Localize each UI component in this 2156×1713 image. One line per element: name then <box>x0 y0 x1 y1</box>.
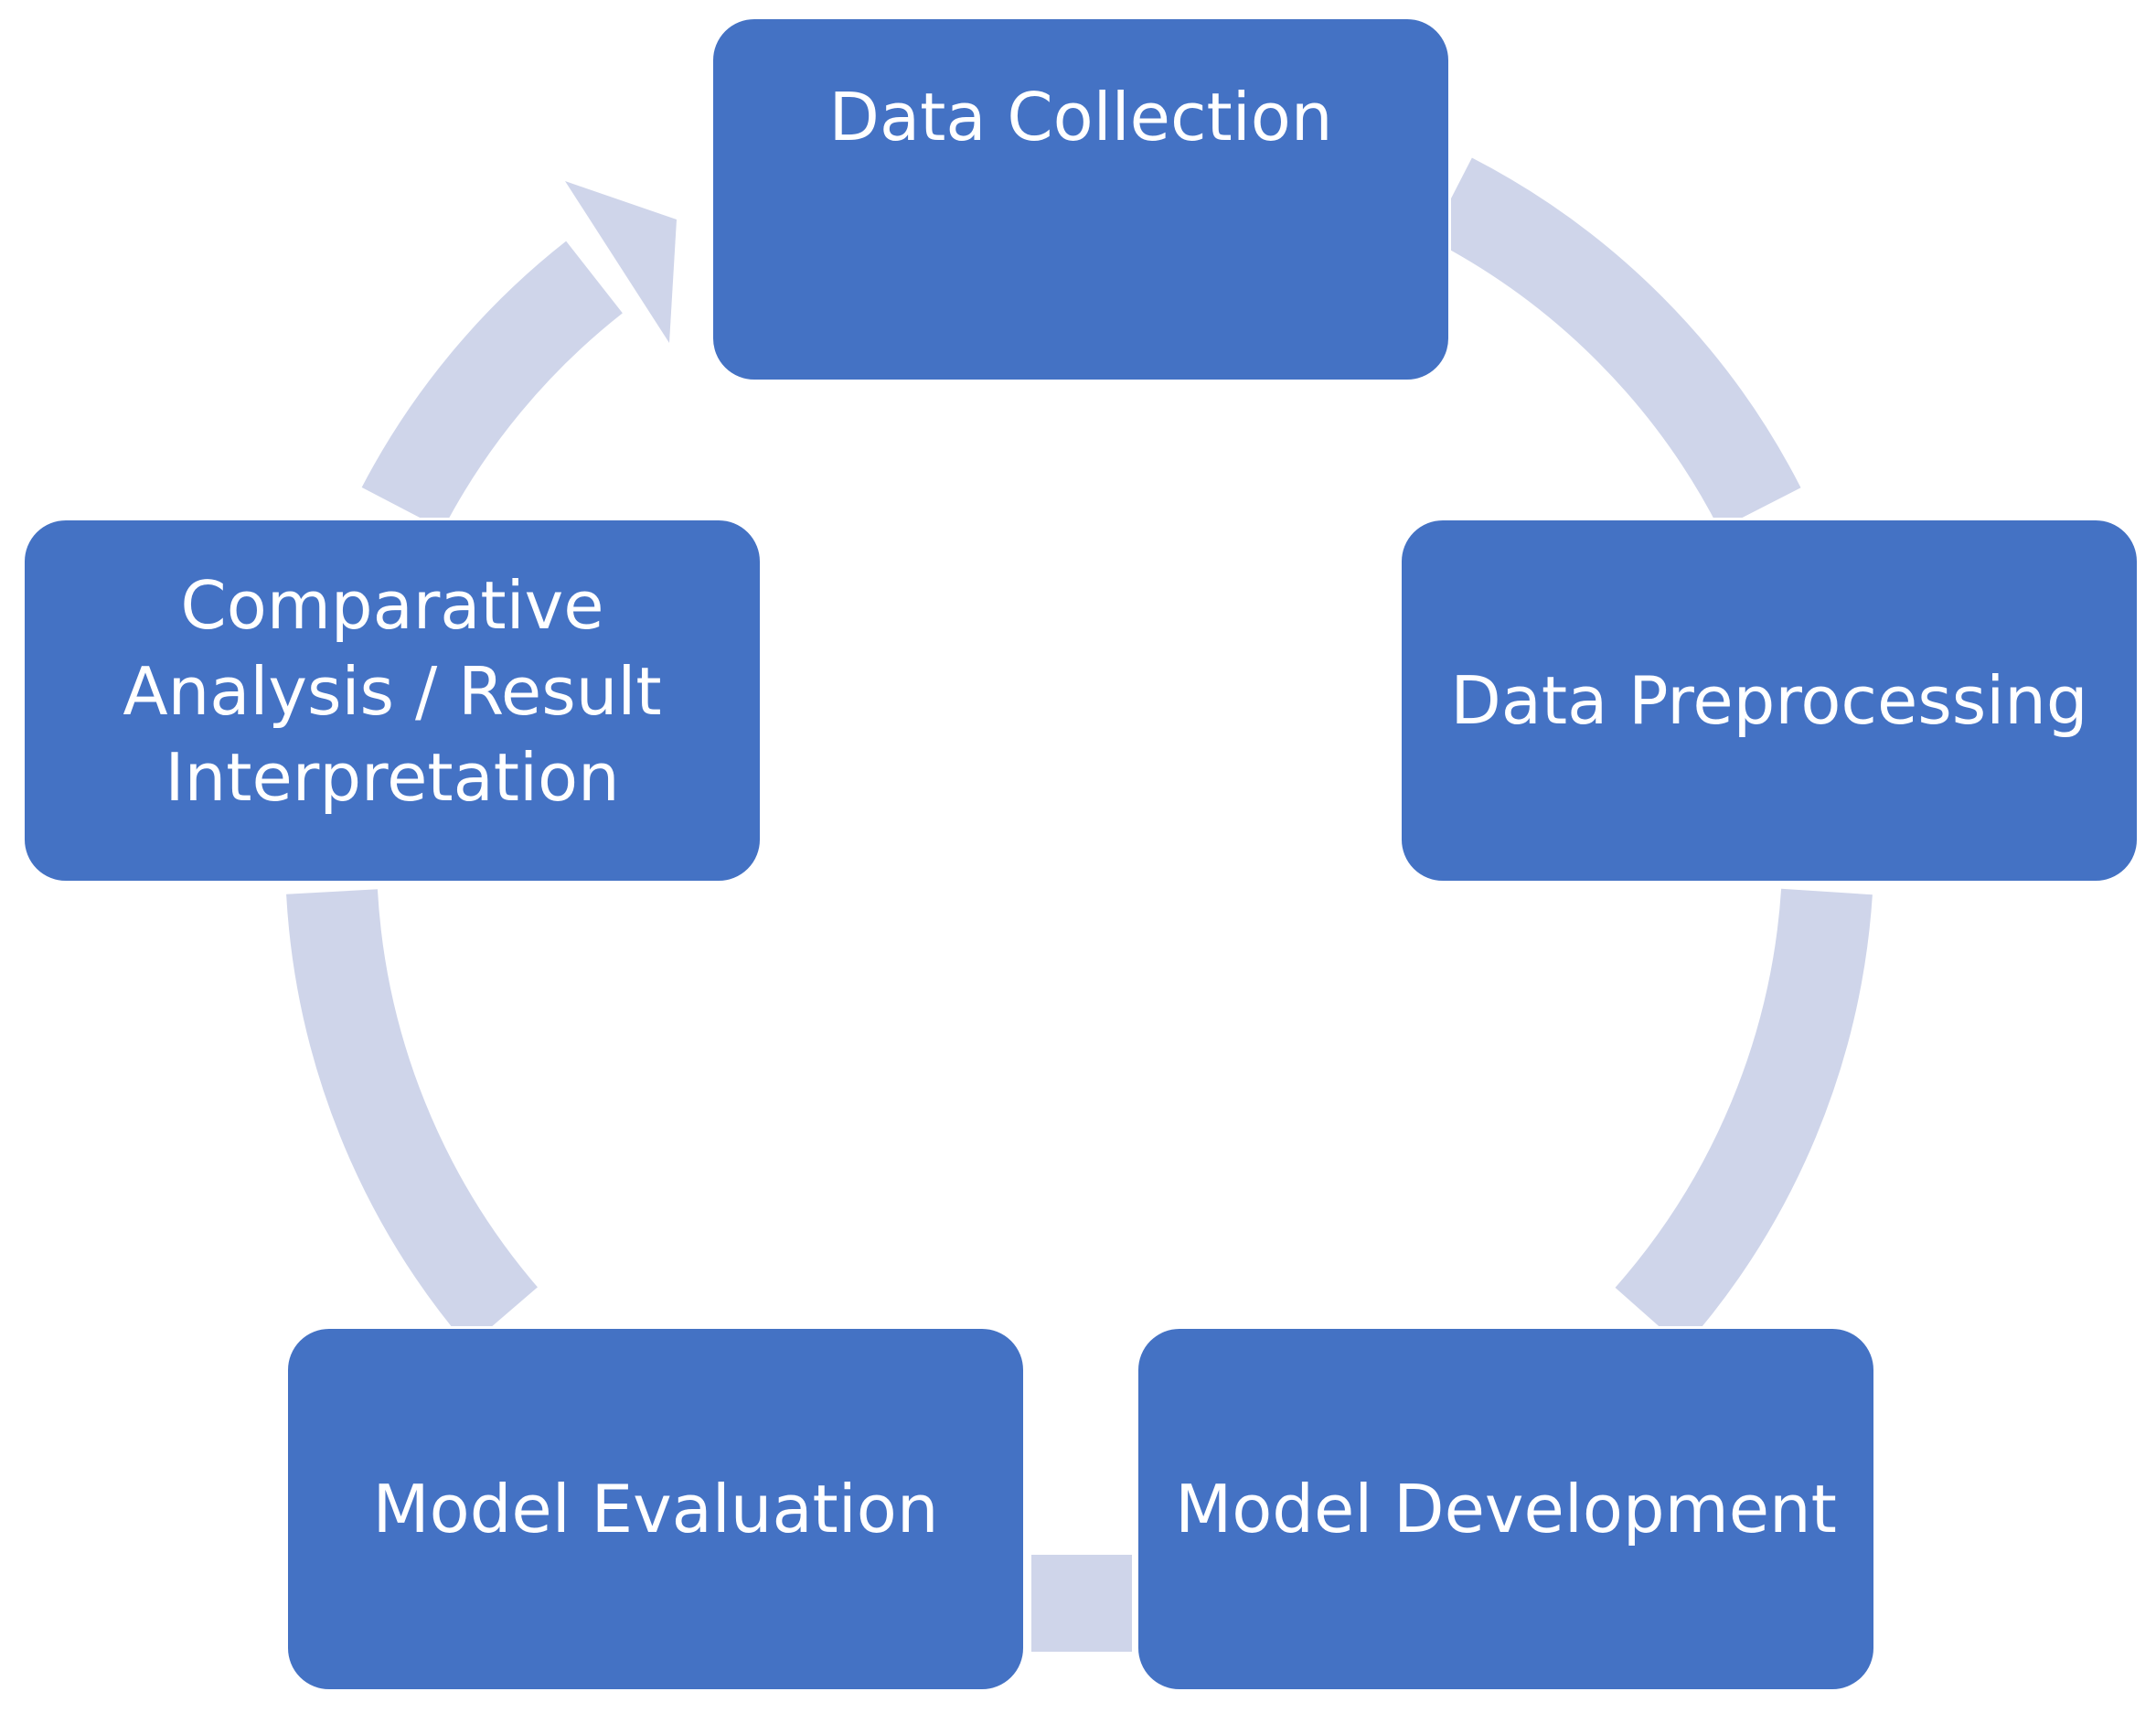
cycle-arrow-collection-to-preprocessing <box>1429 157 1801 530</box>
cycle-arrow-preprocessing-to-development <box>1615 888 1873 1349</box>
cycle-arrow-analysis-to-collection <box>361 241 624 530</box>
step-data-preprocessing: Data Preprocessing <box>1399 518 2140 883</box>
step-comparative-analysis: Comparative Analysis / Result Interpreta… <box>22 518 763 883</box>
step-model-development: Model Development <box>1136 1326 1876 1692</box>
cycle-arrowhead <box>565 181 677 343</box>
step-data-collection: Data Collection <box>710 16 1451 382</box>
step-label-model-development: Model Development <box>1175 1471 1837 1547</box>
cycle-arrow-evaluation-to-analysis <box>286 888 539 1347</box>
step-label-model-evaluation: Model Evaluation <box>372 1471 939 1547</box>
step-label-data-collection: Data Collection <box>828 79 1333 155</box>
step-label-data-preprocessing: Data Preprocessing <box>1450 662 2088 739</box>
step-model-evaluation: Model Evaluation <box>285 1326 1026 1692</box>
cycle-arrow-development-to-evaluation <box>1031 1555 1132 1652</box>
step-label-comparative-analysis: Comparative Analysis / Result Interpreta… <box>123 567 662 816</box>
